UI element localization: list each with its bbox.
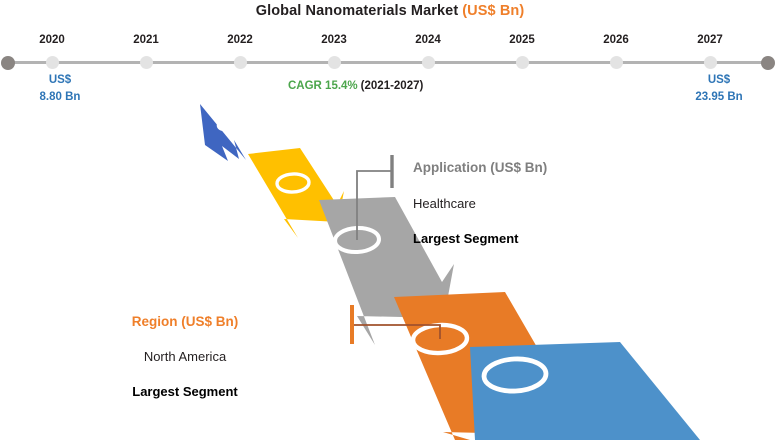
start-value-amount: 8.80 Bn [39, 91, 81, 103]
page-title: Global Nanomaterials Market(US$ Bn) [0, 2, 780, 20]
timeline-year-2021: 2021 [133, 34, 159, 46]
start-value: US$ 8.80 Bn [10, 72, 110, 106]
timeline-dot-2020 [45, 56, 59, 69]
timeline-year-2024: 2024 [415, 34, 441, 46]
end-value-amount: 23.95 Bn [695, 91, 743, 103]
chevron-amber [248, 148, 344, 238]
chevron-amber-ring [275, 172, 311, 194]
timeline-track [6, 61, 774, 64]
timeline-dot-end [761, 55, 775, 70]
callout-region-subtitle: North America [143, 349, 227, 364]
title-unit-text: (US$ Bn) [462, 3, 525, 19]
timeline-dot-2025 [515, 56, 529, 69]
timeline-dot-2027 [703, 56, 717, 69]
timeline-dot-2022 [233, 56, 247, 69]
timeline-year-2027: 2027 [697, 34, 723, 46]
title-main-text: Global Nanomaterials Market [255, 3, 459, 19]
callout-region: Region (US$ Bn) North America Largest Se… [25, 313, 345, 401]
timeline-dot-2026 [609, 56, 623, 69]
callout-application-heading: Application (US$ Bn) [413, 160, 548, 175]
cagr-rate: CAGR 15.4% [288, 80, 358, 92]
chevron-blue-large-ring [481, 356, 549, 394]
callout-application: Application (US$ Bn) Healthcare Largest … [413, 159, 547, 248]
chevron-blue-small [200, 104, 246, 161]
timeline-dot-2024 [421, 56, 435, 69]
timeline-dot-2023 [327, 56, 341, 69]
timeline-year-2026: 2026 [603, 34, 629, 46]
chevron-blue-small-ring [216, 118, 240, 132]
start-value-currency: US$ [48, 74, 72, 86]
end-value-currency: US$ [707, 74, 731, 86]
callout-region-heading: Region (US$ Bn) [131, 314, 239, 329]
timeline-year-2020: 2020 [39, 34, 65, 46]
callout-region-note: Largest Segment [132, 384, 238, 399]
timeline: 2020 2021 2022 2023 2024 2025 2026 2027 [0, 34, 780, 70]
timeline-year-2025: 2025 [509, 34, 535, 46]
connector-application [356, 155, 394, 240]
timeline-dot-start [1, 55, 15, 70]
cagr-label: CAGR 15.4%(2021-2027) [288, 80, 423, 92]
timeline-year-2023: 2023 [321, 34, 347, 46]
end-value: US$ 23.95 Bn [664, 72, 774, 106]
timeline-dot-2021 [139, 56, 153, 69]
cagr-period: (2021-2027) [360, 80, 424, 92]
timeline-year-2022: 2022 [227, 34, 253, 46]
connector-region [350, 305, 441, 344]
timeline-year-labels: 2020 2021 2022 2023 2024 2025 2026 2027 [0, 34, 780, 50]
callout-application-note: Largest Segment [413, 231, 519, 246]
callout-application-subtitle: Healthcare [413, 196, 476, 211]
chevron-blue-large [470, 342, 700, 440]
